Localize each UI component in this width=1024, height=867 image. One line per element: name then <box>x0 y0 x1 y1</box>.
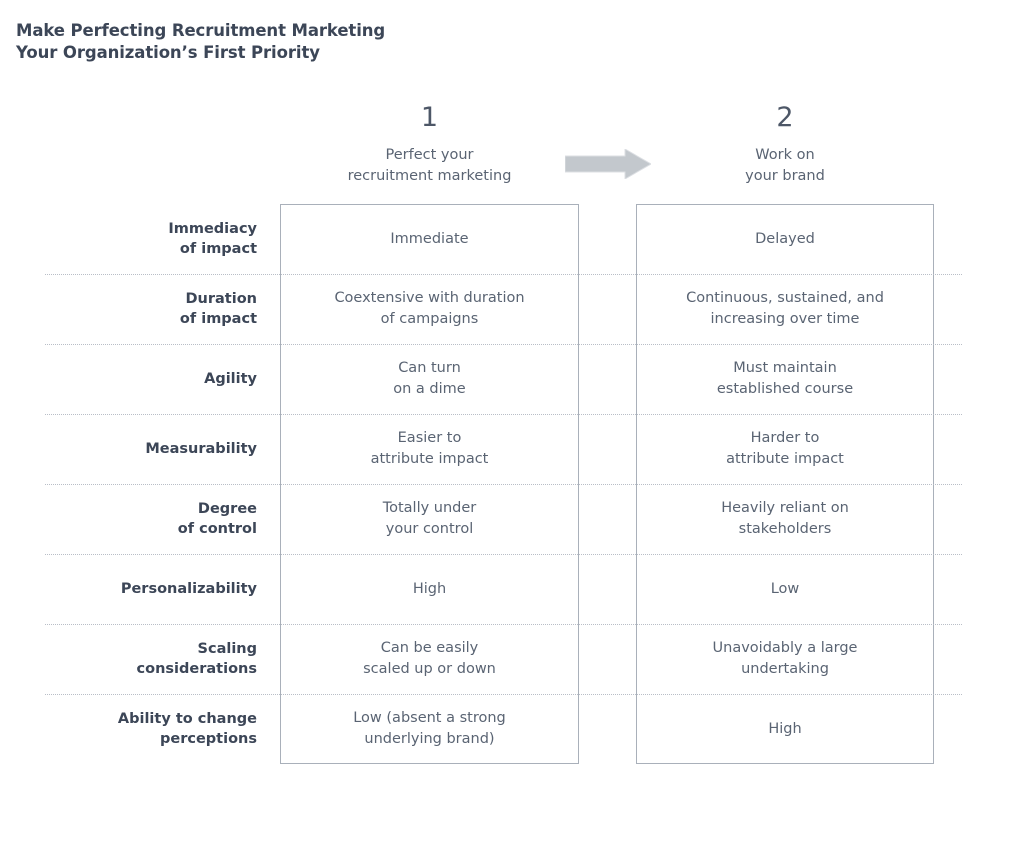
row-label-line-1: Duration <box>185 290 257 307</box>
row-separator <box>45 274 962 275</box>
cell-line-2: scaled up or down <box>363 661 496 677</box>
cell-column-2: Low <box>636 554 934 624</box>
cell-column-1: Coextensive with duration of campaigns <box>280 274 579 344</box>
cell-line-1: Can turn <box>398 360 461 377</box>
table-row: Degree of control Totally under your con… <box>0 484 1024 554</box>
table-row: Immediacy of impact Immediate Delayed <box>0 204 1024 274</box>
table-row: Ability to change perceptions Low (absen… <box>0 694 1024 764</box>
cell-line-2: on a dime <box>393 381 466 397</box>
cell-column-2: Must maintain established course <box>636 344 934 414</box>
cell-column-1: Totally under your control <box>280 484 579 554</box>
row-label-line-2: of impact <box>179 241 257 257</box>
cell-column-2: High <box>636 694 934 764</box>
cell-line-1: High <box>768 720 802 737</box>
page-title-line-1: Make Perfecting Recruitment Marketing <box>16 21 386 40</box>
table-row: Scaling considerations Can be easily sca… <box>0 624 1024 694</box>
column-header-1: 1 Perfect your recruitment marketing <box>280 104 579 186</box>
column-header-2: 2 Work on your brand <box>636 104 934 186</box>
table-row: Personalizability High Low <box>0 554 1024 624</box>
row-separator <box>45 484 962 485</box>
page-title-line-2: Your Organization’s First Priority <box>16 43 320 63</box>
cell-column-1: Can turn on a dime <box>280 344 579 414</box>
cell-line-1: Delayed <box>755 230 815 247</box>
row-label-line-1: Agility <box>204 370 257 387</box>
table-row: Measurability Easier to attribute impact… <box>0 414 1024 484</box>
cell-column-2: Continuous, sustained, and increasing ov… <box>636 274 934 344</box>
cell-column-1: Low (absent a strong underlying brand) <box>280 694 579 764</box>
cell-column-1: High <box>280 554 579 624</box>
row-label: Ability to change perceptions <box>45 694 257 764</box>
column-subtitle-2: Work on your brand <box>636 145 934 186</box>
cell-column-1: Can be easily scaled up or down <box>280 624 579 694</box>
row-label: Scaling considerations <box>45 624 257 694</box>
cell-line-1: Easier to <box>397 430 462 447</box>
cell-line-1: Heavily reliant on <box>721 500 849 517</box>
cell-column-2: Heavily reliant on stakeholders <box>636 484 934 554</box>
cell-line-2: attribute impact <box>726 451 844 467</box>
right-arrow-icon <box>565 149 651 179</box>
row-label: Agility <box>45 344 257 414</box>
row-label-line-1: Personalizability <box>120 580 257 597</box>
cell-line-2: underlying brand) <box>364 731 495 747</box>
cell-line-2: established course <box>716 381 854 397</box>
cell-line-1: Totally under <box>382 500 477 517</box>
cell-column-2: Unavoidably a large undertaking <box>636 624 934 694</box>
row-label-line-1: Immediacy <box>168 220 257 237</box>
cell-line-1: Must maintain <box>733 360 837 377</box>
page-title: Make Perfecting Recruitment Marketing Yo… <box>16 20 385 65</box>
cell-column-2: Harder to attribute impact <box>636 414 934 484</box>
row-label-line-1: Degree <box>197 500 257 517</box>
row-label-line-2: considerations <box>136 661 257 677</box>
comparison-matrix: Immediacy of impact Immediate Delayed Du… <box>0 204 1024 764</box>
column-number-1: 1 <box>420 102 439 133</box>
row-label-line-1: Measurability <box>145 440 257 457</box>
cell-line-1: Immediate <box>390 230 469 247</box>
cell-column-1: Easier to attribute impact <box>280 414 579 484</box>
row-separator <box>45 694 962 695</box>
column-subtitle-1-line-2: recruitment marketing <box>347 167 512 184</box>
cell-line-2: attribute impact <box>370 451 489 467</box>
row-label: Immediacy of impact <box>45 204 257 274</box>
row-separator <box>45 344 962 345</box>
cell-column-2: Delayed <box>636 204 934 274</box>
row-label-line-2: of impact <box>179 311 257 327</box>
row-separator <box>45 624 962 625</box>
row-label: Duration of impact <box>45 274 257 344</box>
column-subtitle-2-line-1: Work on <box>755 147 815 163</box>
row-label-line-2: of control <box>177 521 257 537</box>
table-row: Agility Can turn on a dime Must maintain… <box>0 344 1024 414</box>
row-separator <box>45 414 962 415</box>
cell-line-1: Harder to <box>750 430 820 447</box>
cell-line-1: Continuous, sustained, and <box>686 290 884 307</box>
cell-line-2: undertaking <box>741 661 829 677</box>
row-label: Degree of control <box>45 484 257 554</box>
row-separator <box>45 554 962 555</box>
cell-line-2: increasing over time <box>710 311 860 327</box>
row-label-line-2: perceptions <box>160 731 257 747</box>
column-subtitle-1: Perfect your recruitment marketing <box>280 145 579 186</box>
cell-line-1: Unavoidably a large <box>712 640 858 657</box>
table-row: Duration of impact Coextensive with dura… <box>0 274 1024 344</box>
cell-line-1: Low (absent a strong <box>353 710 506 727</box>
column-number-2: 2 <box>776 102 794 133</box>
column-subtitle-1-line-1: Perfect your <box>385 147 474 163</box>
row-label: Measurability <box>45 414 257 484</box>
cell-column-1: Immediate <box>280 204 579 274</box>
cell-line-1: Low <box>770 580 800 597</box>
cell-line-2: stakeholders <box>738 521 832 537</box>
row-label-line-1: Scaling <box>197 640 257 657</box>
cell-line-1: High <box>412 580 447 597</box>
cell-line-2: of campaigns <box>380 311 479 327</box>
row-label: Personalizability <box>45 554 257 624</box>
cell-line-1: Can be easily <box>380 640 479 657</box>
column-subtitle-2-line-2: your brand <box>745 167 825 184</box>
row-label-line-1: Ability to change <box>117 710 257 727</box>
cell-line-1: Coextensive with duration <box>334 290 525 307</box>
cell-line-2: your control <box>385 521 474 537</box>
